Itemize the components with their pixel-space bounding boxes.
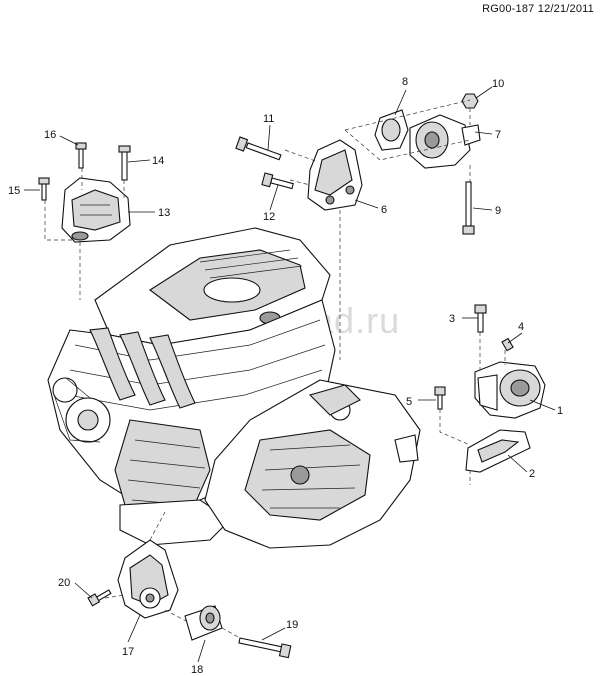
part-4-bolt [501,337,514,352]
assembly-center-lines [44,99,506,639]
part-14-bolt [118,145,131,181]
callout-12: 12 [263,211,275,223]
callout-20: 20 [58,577,70,589]
part-10-nut [461,93,479,109]
callout-18: 18 [191,664,203,676]
callout-2: 2 [529,468,535,480]
diagram-reference-code: RG00-187 12/21/2011 [482,3,594,15]
part-15-bolt [38,177,50,201]
callout-6: 6 [381,204,387,216]
part-12-bolt [261,172,294,190]
part-19-bolt [238,637,292,659]
transmission-assembly [204,379,421,549]
callout-leader-lines [24,86,556,663]
callout-19: 19 [286,619,298,631]
callout-15: 15 [8,185,20,197]
callout-10: 10 [492,78,504,90]
part-8-mount-insulator [374,109,409,151]
callout-9: 9 [495,205,501,217]
part-3-bolt [474,304,487,333]
part-11-bolt [235,136,282,161]
part-9-bolt [462,181,475,235]
part-13-engine-mount-bracket [61,177,131,243]
part-1-transmission-mount [474,361,546,419]
callout-17: 17 [122,646,134,658]
callout-5: 5 [406,396,412,408]
callout-1: 1 [557,405,563,417]
callout-7: 7 [495,129,501,141]
callout-11: 11 [263,113,274,125]
part-5-bolt [434,386,446,410]
callout-16: 16 [44,129,56,141]
callout-3: 3 [449,313,455,325]
callout-labels: 1 2 3 4 5 6 7 8 9 10 11 12 13 14 15 16 1… [8,76,563,676]
part-6-mount-bracket [307,139,363,211]
part-7-engine-mount [409,114,481,169]
callout-14: 14 [152,155,164,167]
callout-4: 4 [518,321,524,333]
part-18-bushing [184,605,223,641]
part-17-rear-mount-bracket [117,539,179,619]
callout-8: 8 [402,76,408,88]
part-2-mount-bracket [465,429,531,473]
callout-13: 13 [158,207,170,219]
part-16-bolt [75,142,87,169]
